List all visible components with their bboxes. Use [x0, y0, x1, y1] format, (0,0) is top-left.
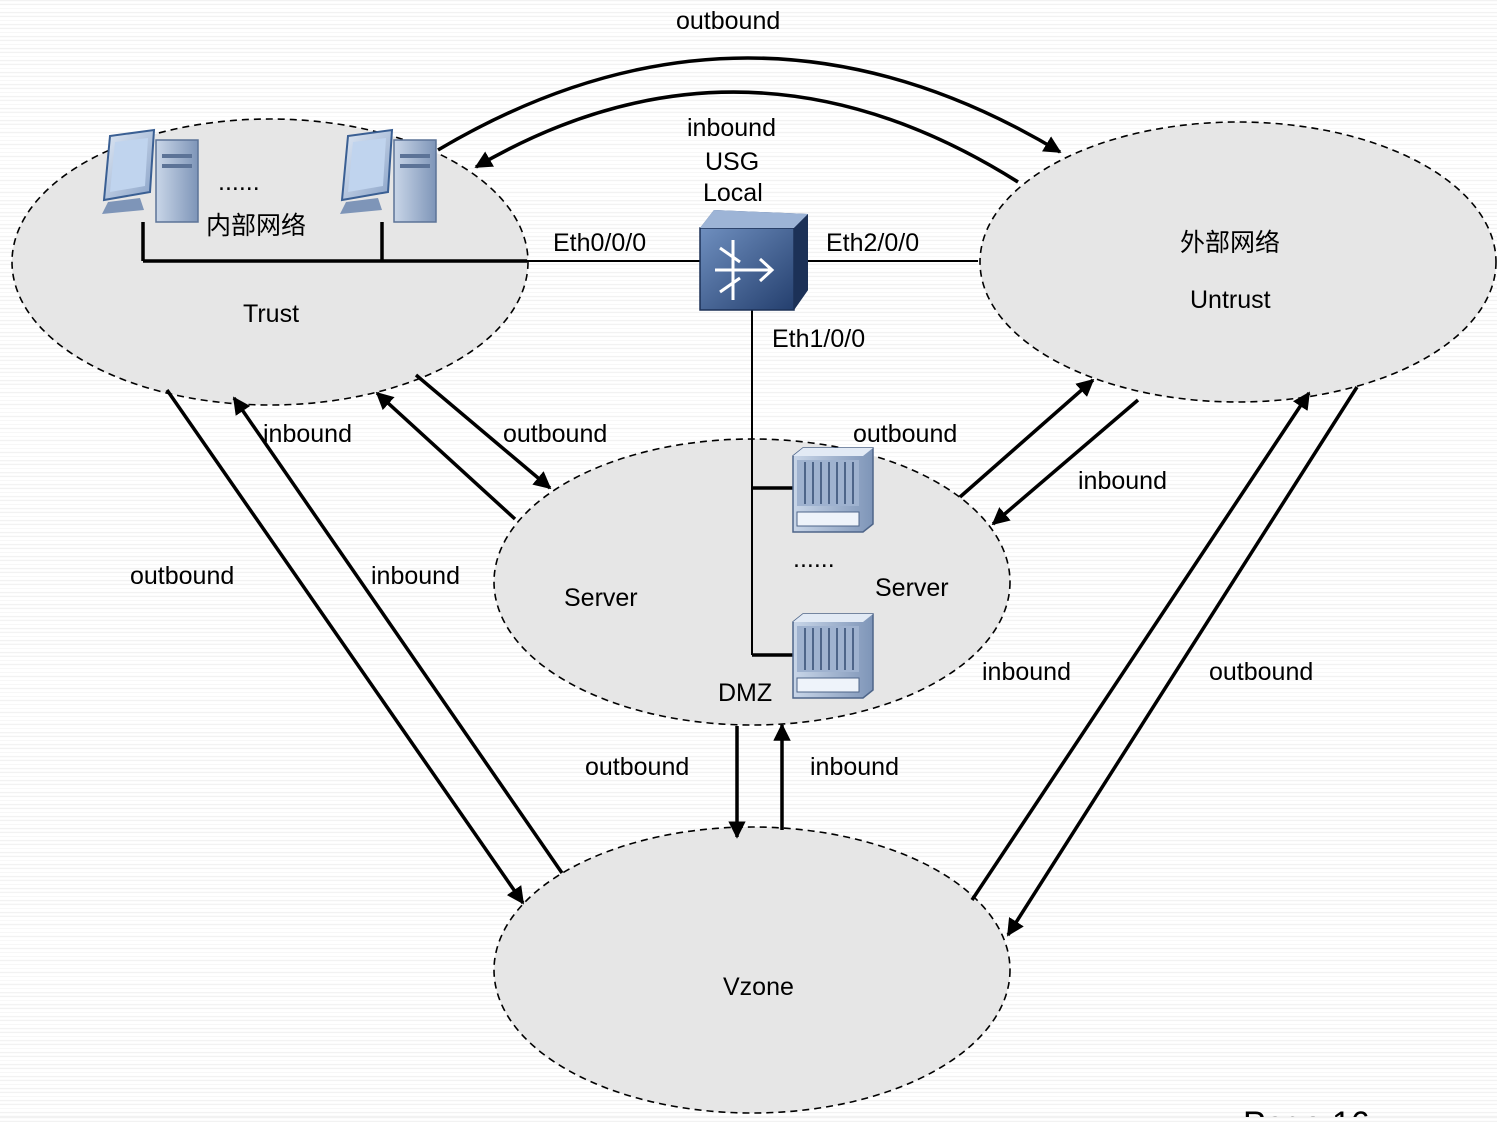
untrust-zone — [979, 121, 1497, 403]
arrow-dmz-trust-inbound — [375, 391, 517, 521]
trust-ellipsis: ...... — [218, 168, 260, 196]
firewall-local-zone: Local — [703, 179, 763, 207]
flow-label-trust-vzone-outbound: outbound — [130, 562, 234, 590]
flow-label-trust-dmz-outbound: outbound — [503, 420, 607, 448]
dmz-zone-label: DMZ — [718, 679, 772, 707]
page-number: Page 16 — [1243, 1105, 1370, 1117]
interface-eth2: Eth2/0/0 — [826, 229, 919, 257]
dmz-ellipsis: ...... — [793, 545, 835, 573]
dmz-server-left-label: Server — [564, 584, 638, 612]
interface-eth0: Eth0/0/0 — [553, 229, 646, 257]
arrow-vzone-trust-inbound — [232, 396, 564, 874]
flow-label-top-inbound: inbound — [687, 114, 776, 142]
server-icon — [792, 613, 874, 699]
flow-arrows — [165, 56, 1359, 937]
interface-eth1: Eth1/0/0 — [772, 325, 865, 353]
flow-label-dmz-untrust-inbound: inbound — [1078, 467, 1167, 495]
untrust-zone-label: Untrust — [1190, 286, 1271, 314]
arrow-untrust-dmz-inbound — [991, 398, 1140, 526]
flow-label-untrust-vzone-inbound: inbound — [982, 658, 1071, 686]
arrow-dmz-untrust-outbound — [958, 378, 1095, 499]
flow-label-top-outbound: outbound — [676, 7, 780, 35]
flow-label-trust-dmz-inbound: inbound — [263, 420, 352, 448]
pc-icon — [102, 128, 199, 223]
flow-label-dmz-untrust-outbound: outbound — [853, 420, 957, 448]
arrow-untrust-vzone-outbound — [1006, 386, 1359, 937]
arrow-trust-vzone-outbound — [165, 389, 525, 905]
flow-label-dmz-vzone-inbound: inbound — [810, 753, 899, 781]
arrow-trust-dmz-outbound — [414, 373, 552, 490]
firewall-name: USG — [705, 148, 759, 176]
dmz-server-right-label: Server — [875, 574, 949, 602]
vzone-zone — [493, 826, 1011, 1114]
arrow-trust-untrust-outbound — [437, 56, 1062, 154]
flow-label-untrust-vzone-outbound: outbound — [1209, 658, 1313, 686]
flow-label-trust-vzone-inbound: inbound — [371, 562, 460, 590]
server-icon — [792, 447, 874, 533]
trust-cn-label: 内部网络 — [206, 211, 306, 240]
network-links — [141, 222, 978, 657]
untrust-cn-label: 外部网络 — [1180, 228, 1280, 257]
arrow-untrust-trust-inbound — [474, 90, 1019, 184]
flow-label-dmz-vzone-outbound: outbound — [585, 753, 689, 781]
arrow-vzone-untrust-inbound — [970, 391, 1311, 901]
trust-zone-label: Trust — [243, 300, 299, 328]
pc-icon — [340, 128, 437, 223]
vzone-zone-label: Vzone — [723, 973, 794, 1001]
firewall-icon — [699, 210, 808, 311]
